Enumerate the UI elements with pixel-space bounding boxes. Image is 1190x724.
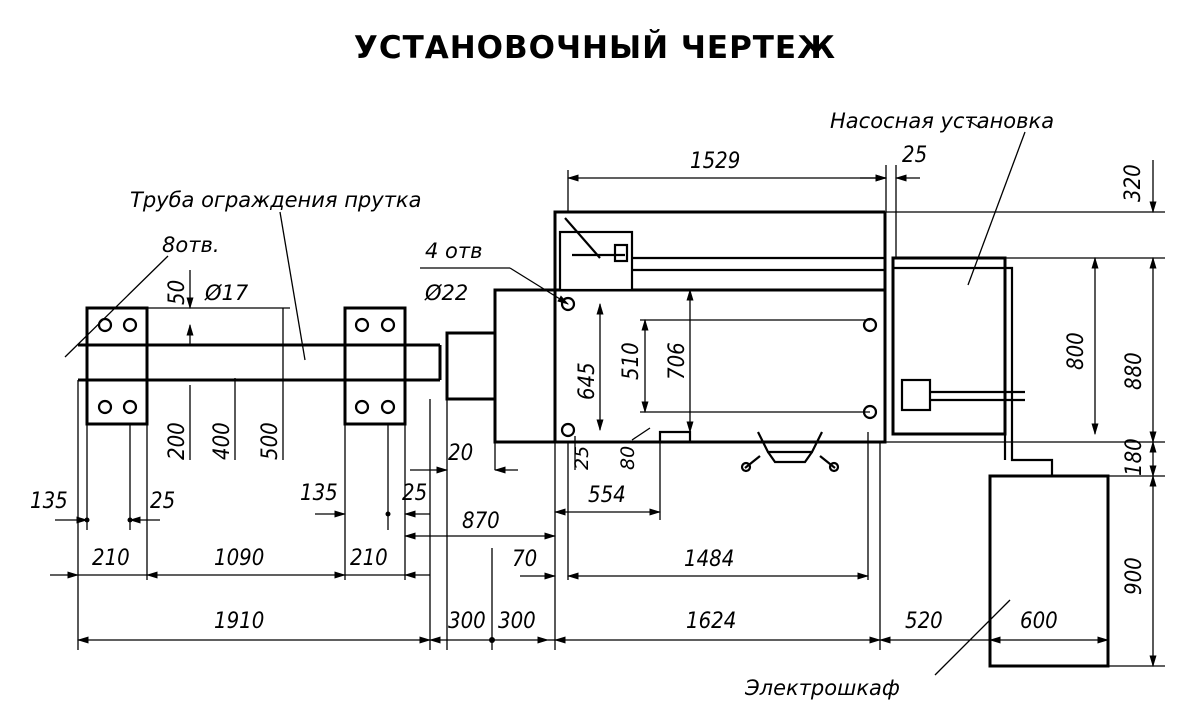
bar-guard-tube-label: Труба ограждения прутка (130, 188, 421, 212)
leader-lines (64, 119, 1026, 676)
holes-4-label: 4 отв (425, 239, 483, 263)
dim-1090: 1090 (214, 546, 264, 571)
dim-210-left: 210 (92, 546, 130, 571)
dim-70: 70 (512, 547, 537, 572)
bar-guard-assembly (78, 306, 442, 426)
dim-180: 180 (1122, 438, 1147, 476)
machine-body (445, 210, 887, 473)
holes-8-label: 8отв. (162, 233, 220, 257)
dim-200: 200 (165, 422, 190, 460)
dim-135-left: 135 (30, 489, 68, 514)
dim-300-a: 300 (448, 609, 486, 634)
dim-20: 20 (448, 441, 473, 466)
dim-520: 520 (905, 609, 943, 634)
dia-17-label: Ø17 (204, 281, 249, 305)
dim-25-midleft: 25 (402, 481, 427, 506)
pump-unit-label: Насосная установка (830, 109, 1054, 133)
dim-300-b: 300 (498, 609, 536, 634)
dim-135-mid: 135 (300, 481, 338, 506)
dim-50: 50 (165, 280, 190, 305)
electrical-cabinet (988, 474, 1110, 668)
dim-510: 510 (619, 342, 644, 380)
dim-1484: 1484 (684, 547, 734, 572)
dim-645: 645 (575, 362, 600, 400)
dim-1624: 1624 (686, 609, 736, 634)
pump-unit (891, 256, 1054, 476)
dimension-lines (50, 160, 1165, 668)
dim-25-top: 25 (902, 143, 927, 168)
dim-210-mid: 210 (350, 546, 388, 571)
dim-554: 554 (588, 483, 626, 508)
electrical-cabinet-label: Электрошкаф (744, 676, 900, 700)
dim-25-left: 25 (150, 489, 175, 514)
dim-900: 900 (1122, 557, 1147, 595)
dim-500: 500 (258, 422, 283, 460)
dia-22-label: Ø22 (424, 281, 468, 305)
dim-706: 706 (665, 342, 690, 380)
dim-25-mid: 25 (571, 446, 593, 470)
drawing-title: УСТАНОВОЧНЫЙ ЧЕРТЕЖ (353, 30, 837, 66)
dim-400: 400 (210, 422, 235, 460)
dim-600: 600 (1020, 609, 1058, 634)
dim-800: 800 (1064, 332, 1089, 370)
dim-870: 870 (462, 509, 500, 534)
dim-880: 880 (1122, 352, 1147, 390)
dim-320: 320 (1121, 164, 1146, 202)
dim-1910: 1910 (214, 609, 264, 634)
dim-1529: 1529 (690, 149, 740, 174)
dim-80: 80 (617, 446, 639, 470)
